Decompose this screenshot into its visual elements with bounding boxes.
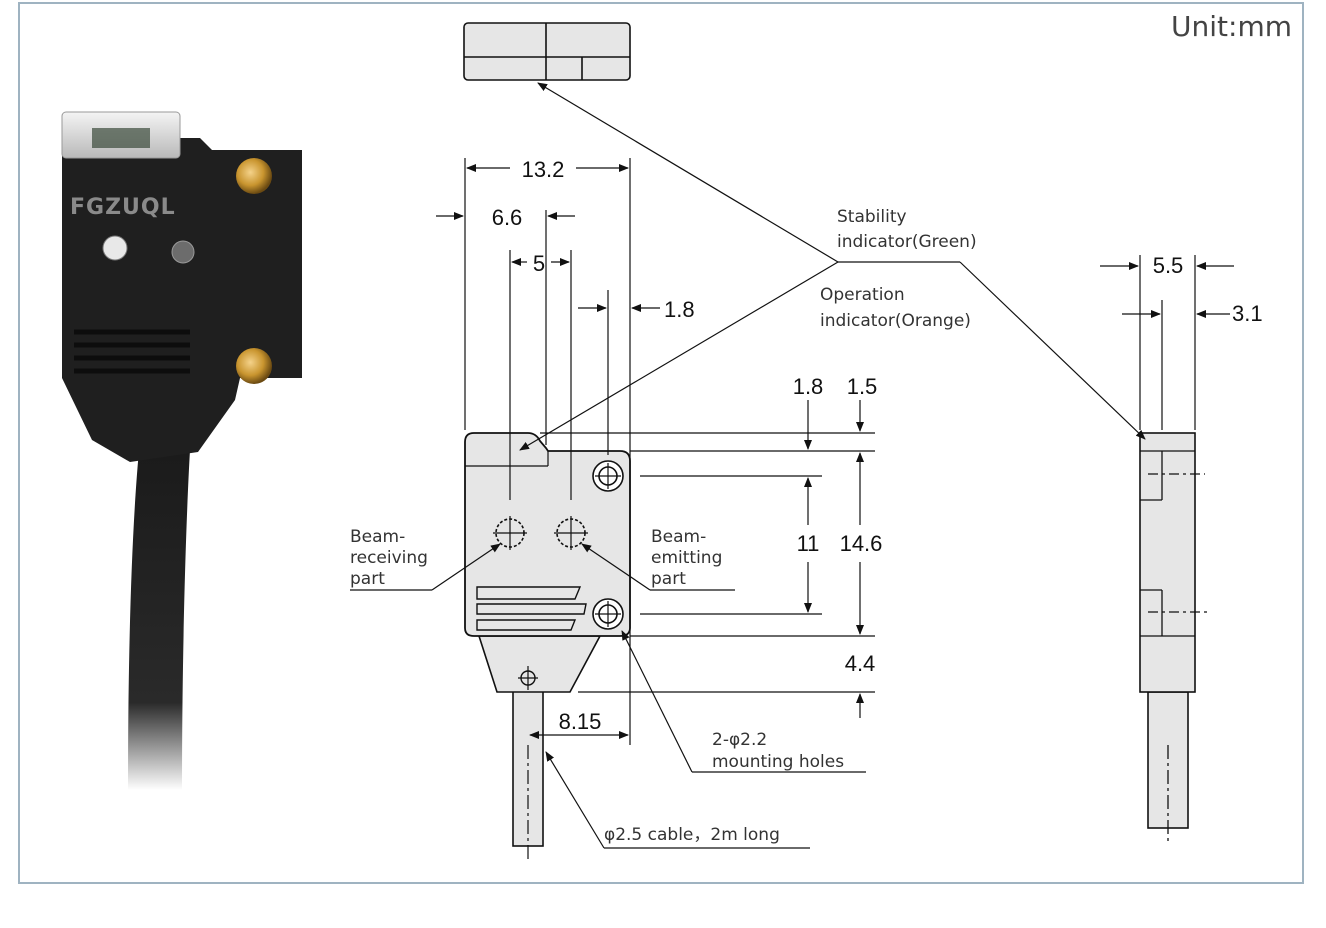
label-emitting-line1: Beam- [651, 527, 706, 547]
label-stability-line2: indicator(Green) [837, 232, 977, 252]
label-receiving-line3: part [350, 569, 385, 589]
dimension-numbers: 13.2 6.6 5 1.8 1.8 1.5 11 14.6 4.4 8.15 … [492, 157, 1263, 734]
photo-brand-logo: FGZUQL [70, 195, 176, 220]
side-dimension-lines [1100, 255, 1234, 430]
dim-hole-margin: 1.8 [664, 297, 695, 322]
front-view [464, 432, 631, 860]
dim-width-total: 13.2 [522, 157, 565, 182]
dim-top-offset-2: 1.5 [847, 374, 878, 399]
product-photo: FGZUQL [61, 111, 302, 790]
photo-cable [128, 440, 190, 790]
front-view-cable-boot [477, 635, 602, 693]
photo-sensor-body [62, 138, 302, 462]
side-view-body [1139, 432, 1196, 693]
front-view-vent-slots [476, 586, 587, 631]
photo-vent-slots [74, 329, 190, 374]
dim-depth-front: 3.1 [1232, 301, 1263, 326]
leader-lines [350, 82, 1146, 849]
center-lines [493, 463, 621, 860]
label-holes-line1: 2-φ2.2 [712, 730, 767, 750]
label-receiving-line2: receiving [350, 548, 428, 568]
photo-mounting-hole-top [236, 158, 272, 194]
side-view [1100, 255, 1234, 845]
label-emitting-line3: part [651, 569, 686, 589]
label-operation-line1: Operation [820, 285, 905, 305]
dim-depth: 5.5 [1153, 253, 1184, 278]
photo-lens-chip [92, 128, 150, 148]
top-view [463, 22, 631, 81]
drawing-frame [18, 2, 1304, 884]
dim-bottom-offset: 4.4 [845, 651, 876, 676]
photo-stability-led [102, 235, 128, 261]
dim-height-total: 14.6 [840, 531, 883, 556]
dim-hole-spacing: 11 [797, 531, 820, 556]
label-receiving-line1: Beam- [350, 527, 405, 547]
dim-sensor-offset: 6.6 [492, 205, 523, 230]
label-holes-line2: mounting holes [712, 752, 844, 772]
unit-label: Unit:mm [1171, 10, 1292, 43]
label-emitting-line2: emitting [651, 548, 722, 568]
label-cable: φ2.5 cable，2m long [604, 825, 780, 845]
label-operation-line2: indicator(Orange) [820, 311, 971, 331]
front-view-cable [512, 687, 544, 847]
callout-labels: Stability indicator(Green) Operation ind… [350, 207, 977, 845]
photo-mounting-hole-bottom [236, 348, 272, 384]
dim-cable-offset: 8.15 [559, 709, 602, 734]
photo-operation-led [171, 240, 195, 264]
dim-beam-spacing: 5 [533, 251, 545, 276]
dim-top-offset-1: 1.8 [793, 374, 824, 399]
label-stability-line1: Stability [837, 207, 907, 227]
